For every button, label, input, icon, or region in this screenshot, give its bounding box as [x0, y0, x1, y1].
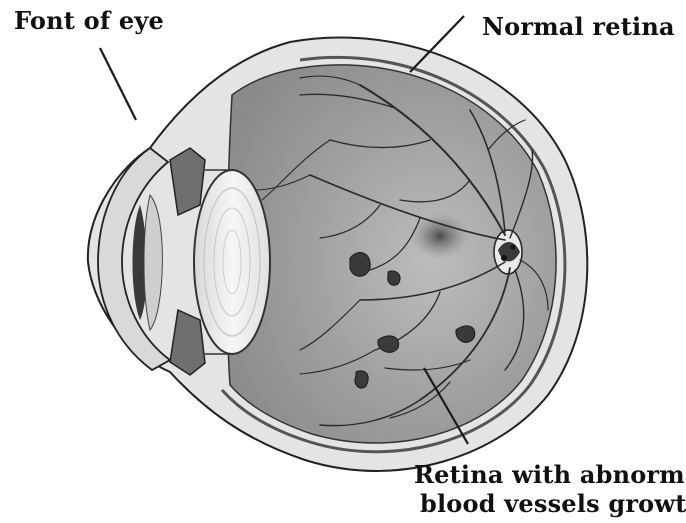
- optic-disc: [494, 230, 522, 274]
- lens: [194, 170, 270, 354]
- label-abnormal-retina-line1: Retina with abnormal: [414, 460, 686, 489]
- label-front-of-eye: Font of eye: [14, 6, 164, 35]
- label-normal-retina: Normal retina: [482, 12, 675, 41]
- label-abnormal-retina-line2: blood vessels growth: [420, 489, 686, 518]
- pointer-front-of-eye: [100, 48, 136, 120]
